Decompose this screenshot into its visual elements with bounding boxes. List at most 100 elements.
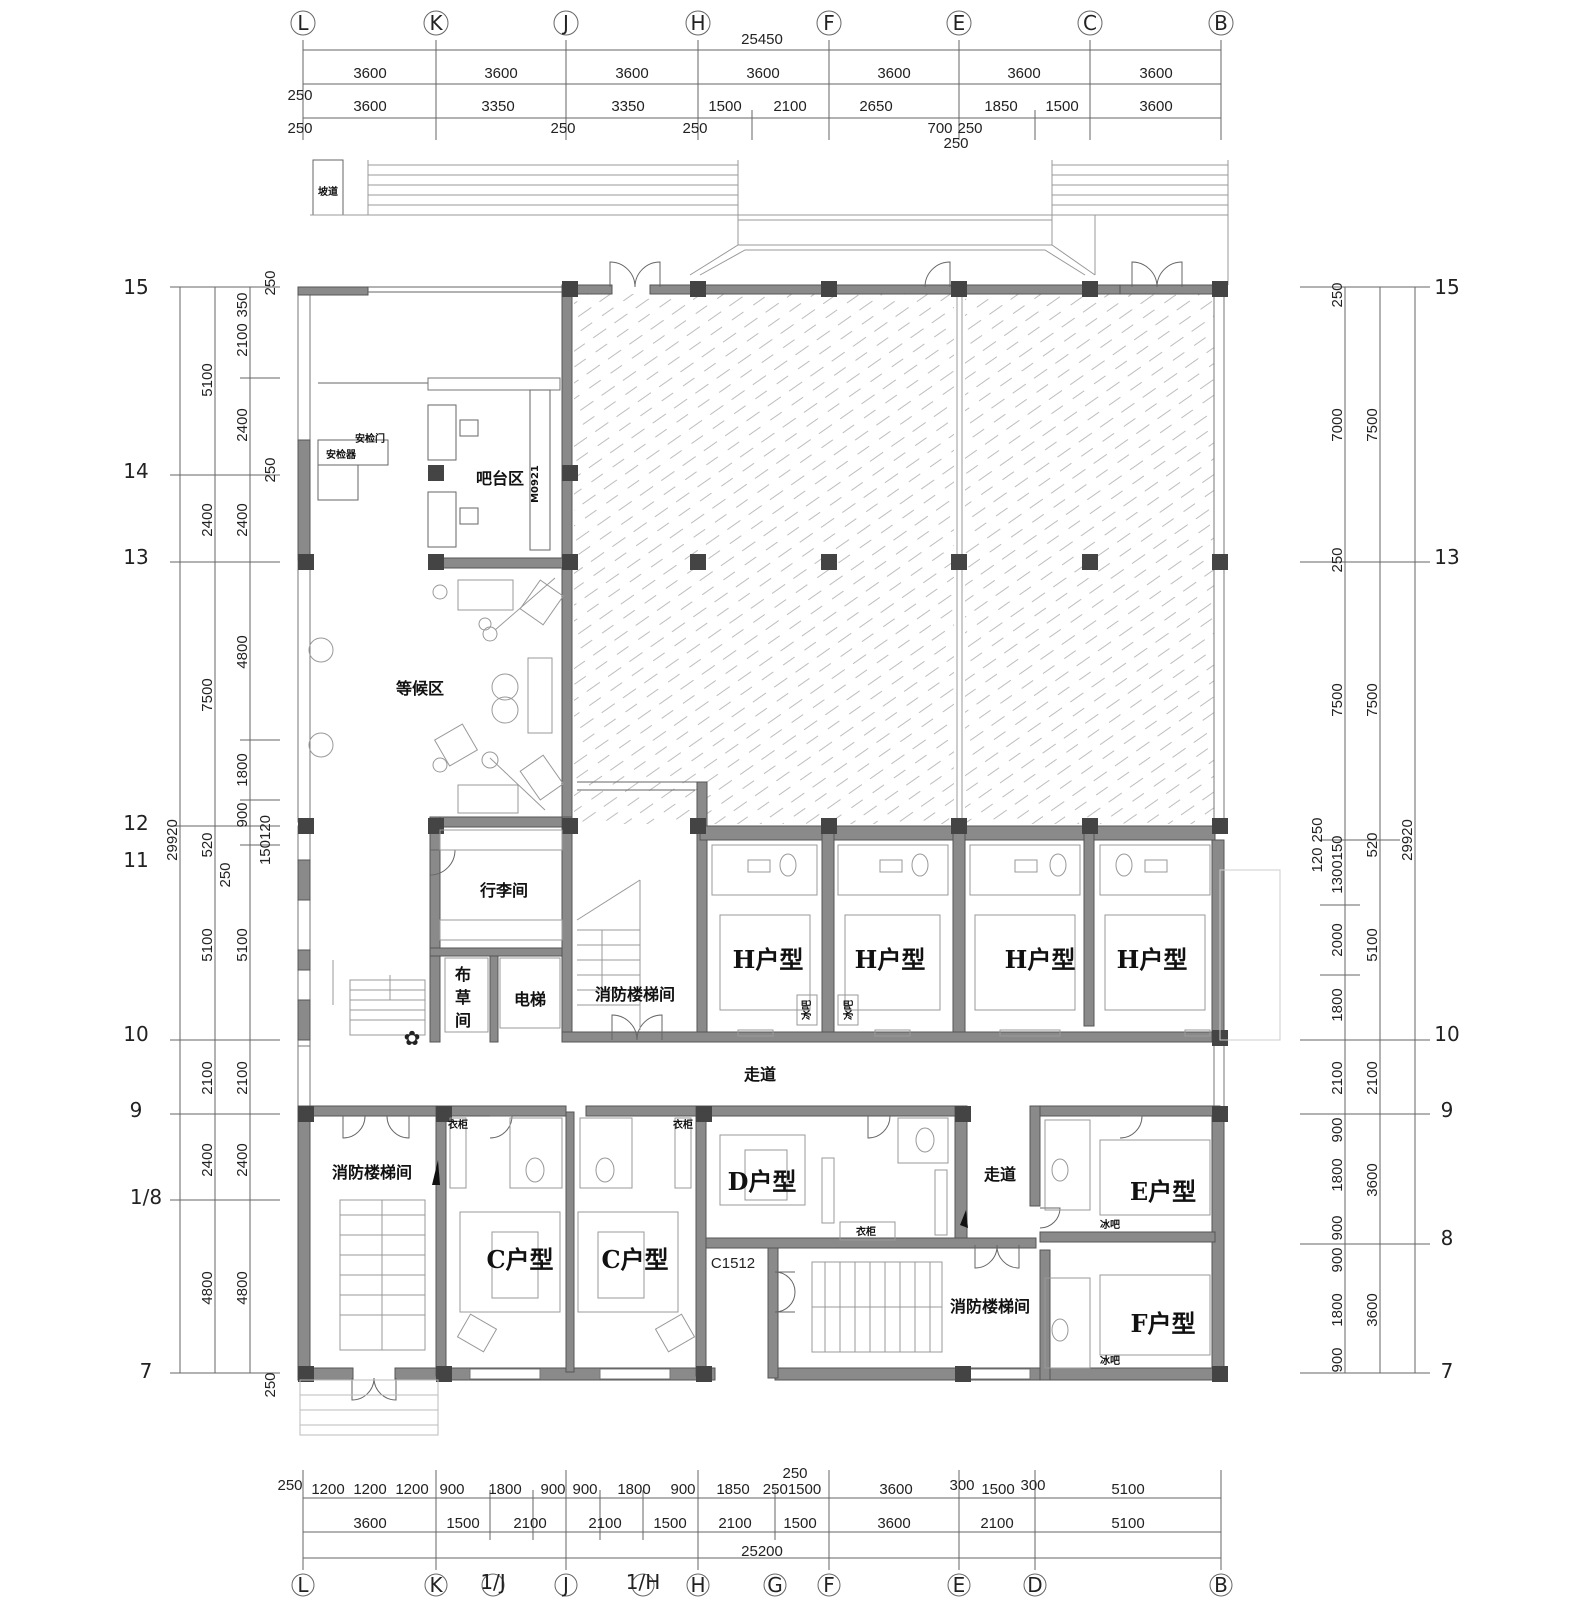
svg-text:3350: 3350 — [611, 98, 644, 115]
svg-text:D: D — [1027, 1573, 1042, 1597]
left-axis-labels: 15 14 13 12 11 10 9 1/8 7 — [123, 275, 162, 1383]
security-door-label: 安检门 — [355, 432, 385, 445]
svg-text:250: 250 — [287, 120, 312, 137]
d-type-room-label: D户型 — [728, 1167, 797, 1196]
svg-text:4800: 4800 — [234, 635, 251, 668]
bar-area: 安检门 安检器 吧台区 M0921 — [317, 389, 551, 551]
svg-text:1/H: 1/H — [626, 1570, 661, 1594]
svg-text:2100: 2100 — [513, 1515, 546, 1532]
svg-text:3600: 3600 — [877, 65, 910, 82]
svg-text:7500: 7500 — [199, 678, 216, 711]
svg-text:250: 250 — [1309, 817, 1326, 842]
svg-text:1500: 1500 — [981, 1481, 1014, 1498]
top-entrance-steps: 坡道 — [310, 159, 1229, 285]
corridor-label-main: 走道 — [743, 1065, 776, 1084]
plant-icon: ✿ — [404, 1026, 421, 1050]
svg-text:900: 900 — [439, 1481, 464, 1498]
svg-text:冰吧: 冰吧 — [1100, 1218, 1120, 1231]
svg-text:2100: 2100 — [718, 1515, 751, 1532]
svg-text:2100: 2100 — [1364, 1061, 1381, 1094]
svg-text:250: 250 — [262, 1372, 279, 1397]
svg-text:150120: 150120 — [257, 815, 274, 865]
axis-bubble-E-top: E — [946, 10, 972, 36]
window-code-label: C1512 — [711, 1255, 755, 1272]
svg-text:250: 250 — [682, 120, 707, 137]
svg-text:250: 250 — [943, 135, 968, 152]
svg-text:2100: 2100 — [1329, 1061, 1346, 1094]
svg-text:7500: 7500 — [1329, 683, 1346, 716]
c-type-room-1-label: C户型 — [486, 1245, 553, 1274]
svg-text:5100: 5100 — [199, 363, 216, 396]
svg-text:3600: 3600 — [353, 98, 386, 115]
bar-area-label: 吧台区 — [476, 469, 524, 488]
svg-text:2400: 2400 — [234, 503, 251, 536]
svg-text:H: H — [690, 1573, 705, 1597]
axis-bubble-K-top: K — [423, 10, 449, 36]
svg-text:15: 15 — [123, 275, 148, 299]
svg-text:1500: 1500 — [653, 1515, 686, 1532]
svg-text:250: 250 — [782, 1465, 807, 1482]
svg-text:11: 11 — [123, 848, 148, 872]
svg-text:坡道: 坡道 — [318, 185, 338, 198]
fire-stair-label-lower-center: 消防楼梯间 — [950, 1297, 1030, 1316]
dim-bottom-total: 25200 — [741, 1543, 783, 1560]
hatched-open-area-left — [574, 294, 954, 824]
svg-text:H: H — [690, 11, 705, 35]
corridor-label-side: 走道 — [983, 1165, 1016, 1184]
svg-text:2400: 2400 — [199, 1143, 216, 1176]
svg-text:K: K — [429, 1573, 443, 1597]
svg-text:300: 300 — [1020, 1477, 1045, 1494]
svg-text:E: E — [953, 11, 966, 35]
axis-bubble-F-top: F — [816, 10, 842, 36]
svg-text:4800: 4800 — [234, 1271, 251, 1304]
svg-text:1800: 1800 — [1329, 1158, 1346, 1191]
svg-text:3600: 3600 — [1364, 1293, 1381, 1326]
svg-text:冰吧: 冰吧 — [800, 1000, 813, 1020]
svg-text:3600: 3600 — [1007, 65, 1040, 82]
svg-text:1200: 1200 — [353, 1481, 386, 1498]
svg-text:13: 13 — [123, 545, 148, 569]
svg-text:L: L — [297, 1573, 309, 1597]
left-dimensions: 5100 2400 7500 29920 5100 2100 2400 4800… — [164, 270, 280, 1398]
c-type-room-2-label: C户型 — [601, 1245, 668, 1274]
svg-text:2100: 2100 — [234, 323, 251, 356]
svg-text:250: 250 — [1329, 547, 1346, 572]
svg-text:1800: 1800 — [617, 1481, 650, 1498]
svg-text:安检器: 安检器 — [326, 448, 357, 461]
right-axis-labels: 15 13 10 9 8 7 — [1434, 275, 1459, 1383]
lobby-steps — [332, 960, 426, 1036]
svg-text:3600: 3600 — [615, 65, 648, 82]
svg-text:1/8: 1/8 — [130, 1185, 162, 1209]
bottom-dimensions: 250 250 1200 1200 1200 900 1800 900 900 … — [277, 1465, 1222, 1570]
linen-room-label-3: 间 — [455, 1011, 471, 1030]
svg-text:3600: 3600 — [484, 65, 517, 82]
axis-bubble-L-top: L — [290, 10, 316, 36]
svg-text:150: 150 — [1329, 835, 1346, 860]
c-type-rooms: 衣柜 衣柜 C户型 C户型 — [448, 1117, 696, 1353]
svg-text:9: 9 — [1441, 1098, 1454, 1122]
fire-stair-label-lower-left: 消防楼梯间 — [332, 1163, 412, 1182]
svg-text:衣柜: 衣柜 — [673, 1118, 693, 1131]
svg-text:3600: 3600 — [879, 1481, 912, 1498]
svg-text:M0921: M0921 — [530, 465, 541, 503]
svg-text:700: 700 — [927, 120, 952, 137]
svg-text:4800: 4800 — [199, 1271, 216, 1304]
svg-text:10: 10 — [123, 1022, 148, 1046]
fire-stair-label-upper: 消防楼梯间 — [595, 985, 675, 1004]
svg-text:1850: 1850 — [984, 98, 1017, 115]
svg-text:250: 250 — [957, 120, 982, 137]
stair-arrow-icon — [432, 1160, 440, 1185]
svg-text:G: G — [767, 1573, 783, 1597]
elevator-label: 电梯 — [514, 990, 546, 1009]
svg-text:2400: 2400 — [199, 503, 216, 536]
svg-text:2501500: 2501500 — [763, 1481, 821, 1498]
svg-text:2100: 2100 — [234, 1061, 251, 1094]
svg-text:250: 250 — [262, 270, 279, 295]
svg-text:900: 900 — [1329, 1247, 1346, 1272]
axis-bubble-H-top: H — [685, 10, 711, 36]
svg-text:3600: 3600 — [353, 1515, 386, 1532]
f-type-room-label: F户型 — [1130, 1309, 1195, 1338]
svg-text:2100: 2100 — [773, 98, 806, 115]
svg-text:衣柜: 衣柜 — [856, 1225, 876, 1238]
svg-text:衣柜: 衣柜 — [448, 1118, 468, 1131]
